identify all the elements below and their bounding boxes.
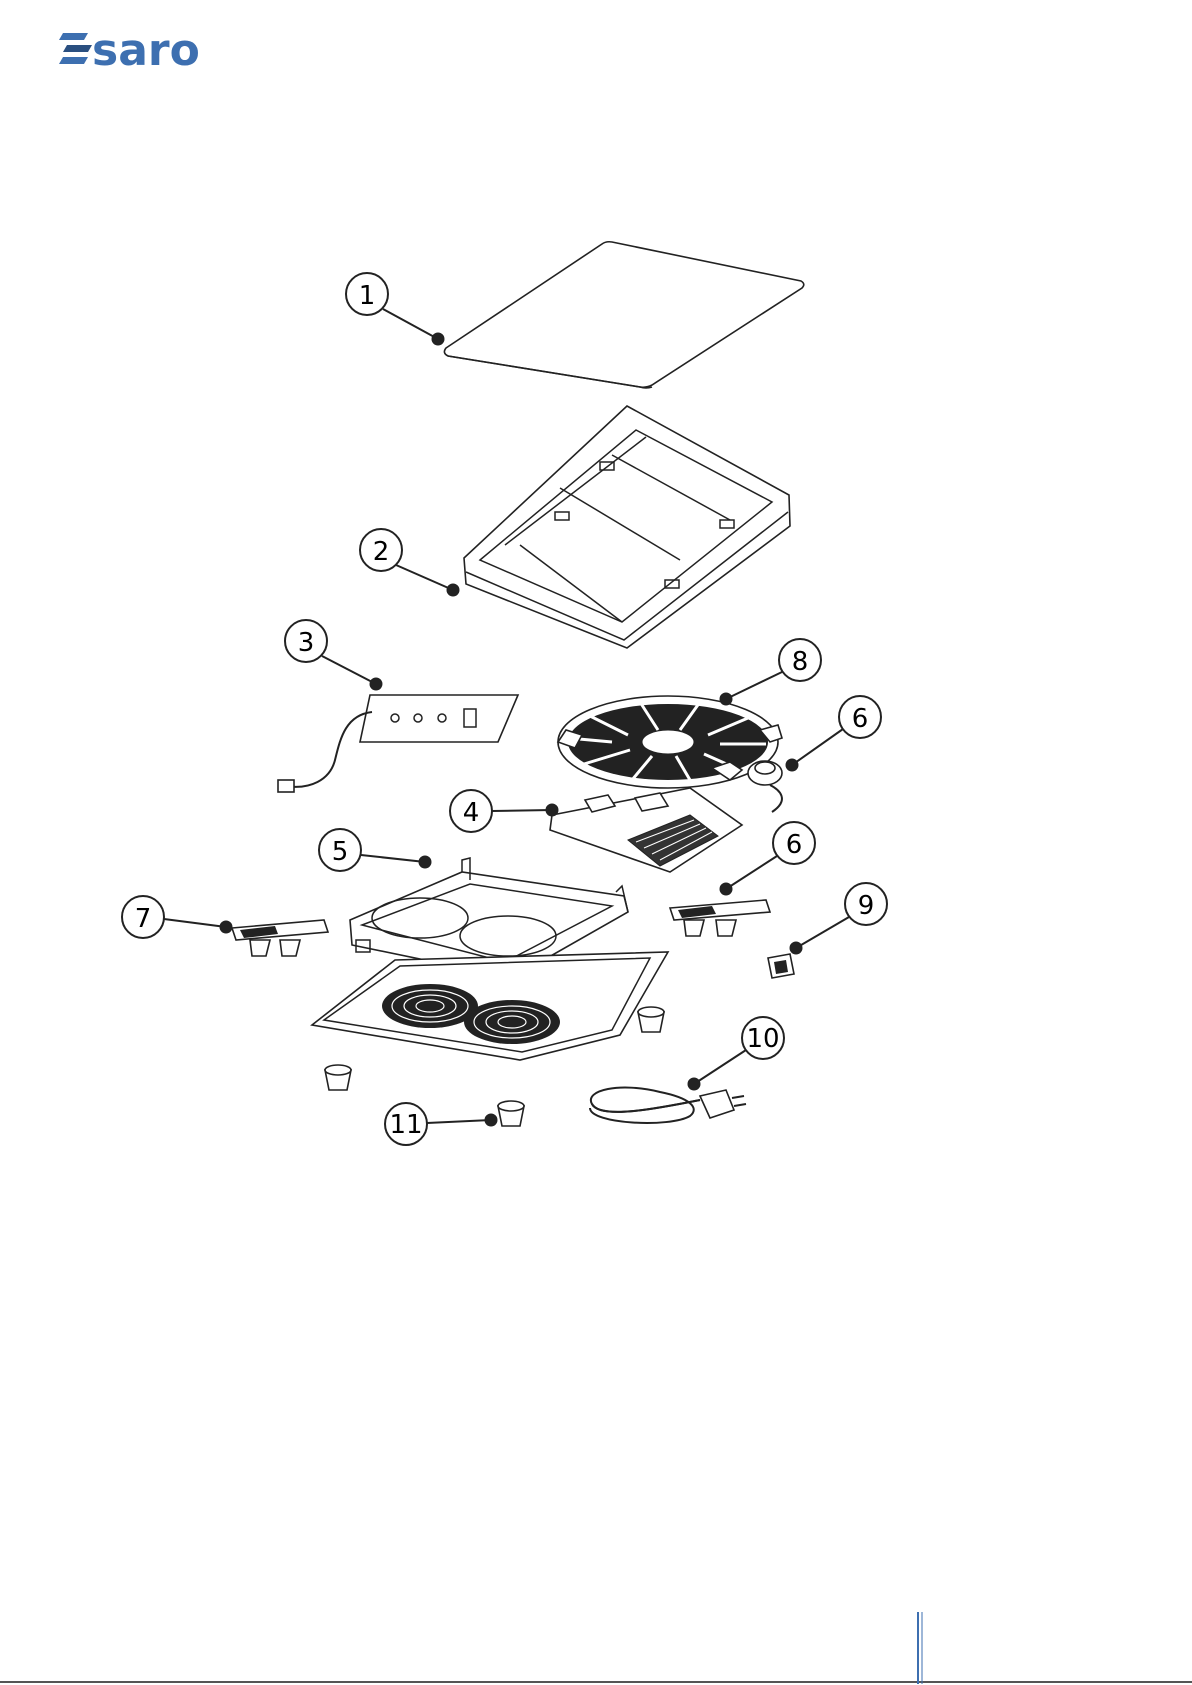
callout-6-left-label: 7 <box>135 904 152 934</box>
part-bracket-left <box>232 920 328 956</box>
callout-7: 8 <box>720 639 821 705</box>
logo-stripes-icon <box>59 33 92 64</box>
part-bracket-right <box>670 900 770 936</box>
part-pcb <box>550 788 742 872</box>
callout-8: 6 <box>786 696 881 771</box>
part-sensor <box>748 761 782 812</box>
part-top-frame <box>464 406 790 648</box>
callout-6-right: 6 <box>720 822 815 895</box>
callout-11: 11 <box>385 1103 497 1145</box>
logo-text: saro <box>92 25 200 76</box>
callout-2: 2 <box>360 529 459 596</box>
callout-3-label: 3 <box>298 628 315 658</box>
part-power-cord <box>590 1088 746 1123</box>
callout-11-label: 11 <box>389 1110 422 1140</box>
part-glass-plate <box>444 242 803 388</box>
callout-9: 9 <box>790 883 887 954</box>
callout-6-right-label: 6 <box>786 830 803 860</box>
callout-10: 10 <box>688 1017 784 1090</box>
callout-9-label: 9 <box>858 891 875 921</box>
callout-5-label: 5 <box>332 837 349 867</box>
part-base-plate <box>312 952 668 1060</box>
part-control-panel <box>278 695 518 792</box>
callout-2-label: 2 <box>373 537 390 567</box>
callout-3: 3 <box>285 620 382 690</box>
saro-logo: saro <box>59 25 200 76</box>
callout-10-label: 10 <box>746 1024 779 1054</box>
callout-4-label: 4 <box>463 798 480 828</box>
callout-7-label: 8 <box>792 647 809 677</box>
callout-4: 4 <box>450 790 558 832</box>
callout-6-left: 7 <box>122 896 232 938</box>
footer-rule <box>0 1612 1192 1684</box>
part-connector <box>768 954 794 978</box>
callout-5: 5 <box>319 829 431 871</box>
callout-1: 1 <box>346 273 444 345</box>
callout-8-label: 6 <box>852 704 869 734</box>
callout-1-label: 1 <box>359 281 376 311</box>
